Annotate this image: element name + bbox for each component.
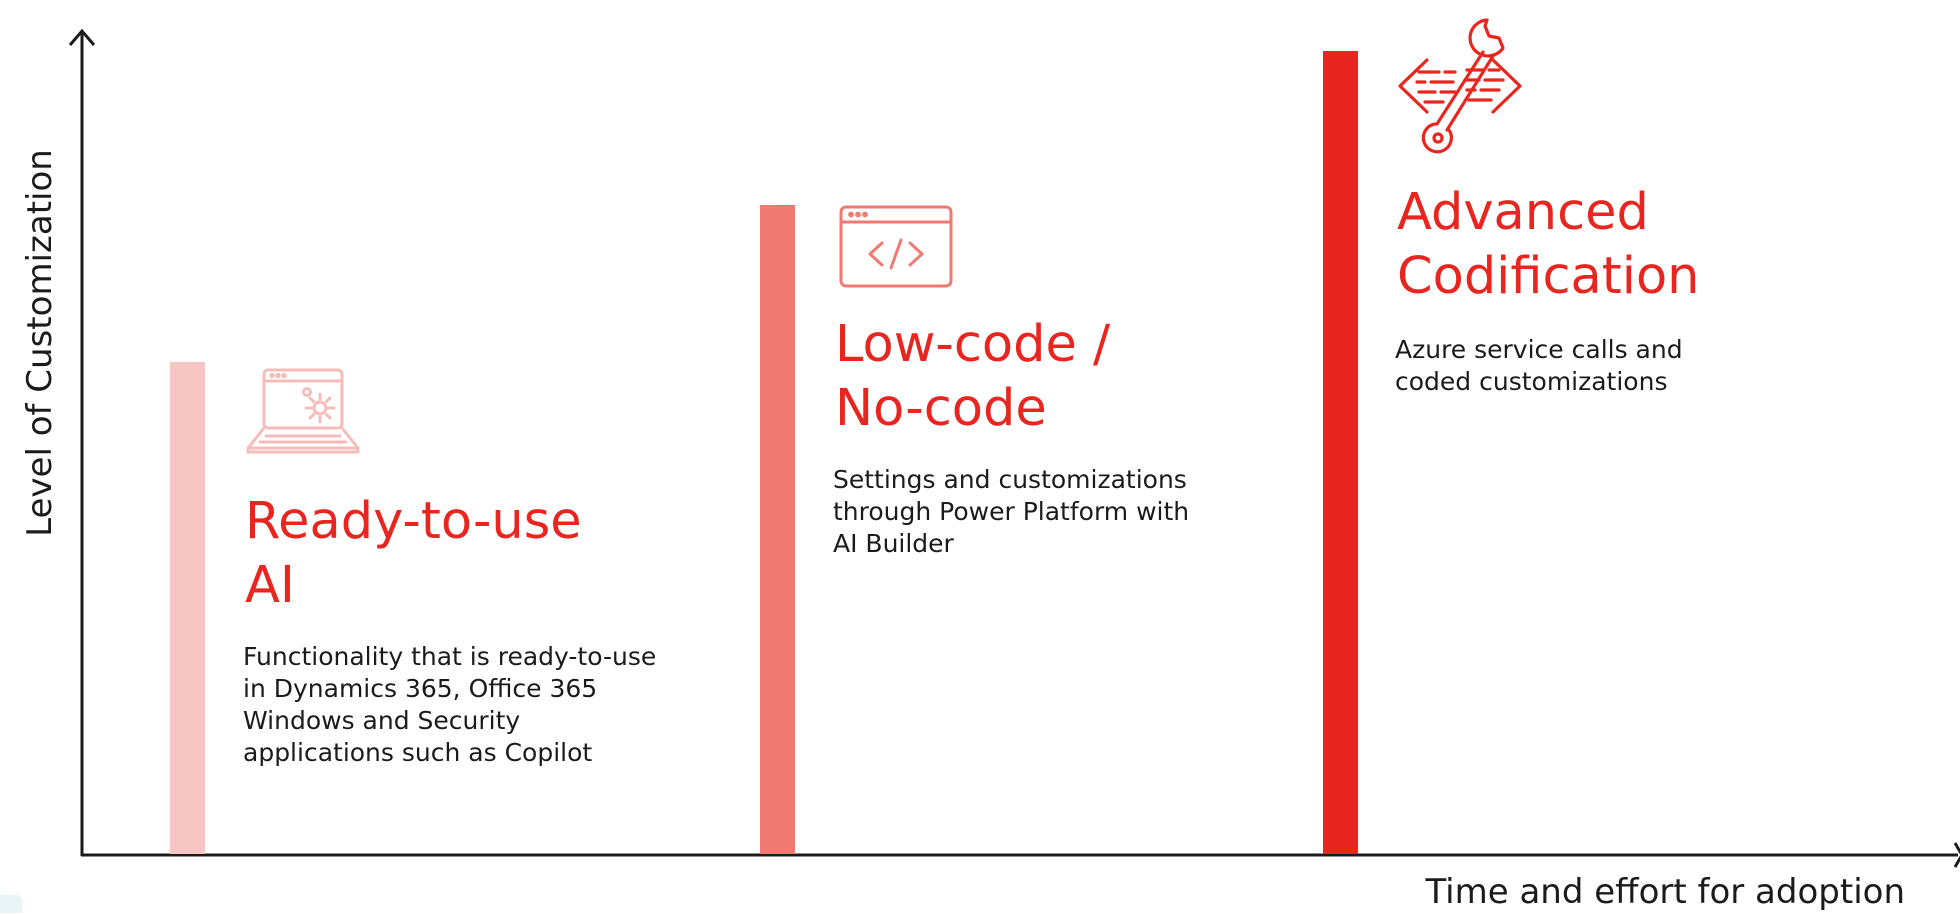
level-1-desc-line-2: in Dynamics 365, Office 365	[243, 674, 598, 703]
level-1-desc-line-4: applications such as Copilot	[243, 738, 593, 767]
y-axis-arrow	[68, 28, 96, 46]
level-3-desc-line-2: coded customizations	[1395, 367, 1668, 396]
level-3-description: Azure service calls and coded customizat…	[1395, 334, 1683, 398]
wrench-code-icon	[1398, 18, 1522, 154]
level-2-desc-line-3: AI Builder	[833, 529, 954, 558]
level-3-desc-line-1: Azure service calls and	[1395, 335, 1683, 364]
level-2-title: Low-code / No-code	[835, 313, 1110, 441]
level-2-title-line-1: Low-code /	[835, 315, 1111, 374]
level-2-desc-line-2: through Power Platform with	[833, 497, 1190, 526]
level-1-title-line-2: AI	[245, 556, 295, 615]
level-1-desc-line-1: Functionality that is ready-to-use	[243, 642, 657, 671]
code-window-icon	[839, 205, 953, 288]
level-3-title-line-2: Codification	[1397, 247, 1700, 306]
bar-advanced	[1323, 51, 1358, 854]
level-3-title: Advanced Codification	[1397, 181, 1699, 309]
level-3-title-line-1: Advanced	[1397, 183, 1649, 242]
laptop-gear-icon	[246, 368, 360, 454]
x-axis-label: Time and effort for adoption	[1425, 872, 1905, 912]
level-1-description: Functionality that is ready-to-use in Dy…	[243, 641, 656, 769]
level-1-desc-line-3: Windows and Security	[243, 706, 521, 735]
bar-low-code	[760, 205, 795, 854]
level-2-description: Settings and customizations through Powe…	[833, 464, 1189, 560]
level-1-title-line-1: Ready-to-use	[245, 492, 582, 551]
x-axis-arrow	[1953, 842, 1960, 868]
level-1-title: Ready-to-use AI	[245, 490, 582, 618]
level-2-desc-line-1: Settings and customizations	[833, 465, 1187, 494]
bar-ready-to-use	[170, 362, 205, 854]
y-axis-label: Level of Customization	[20, 149, 60, 537]
level-2-title-line-2: No-code	[835, 379, 1047, 438]
corner-artifact	[0, 895, 22, 913]
